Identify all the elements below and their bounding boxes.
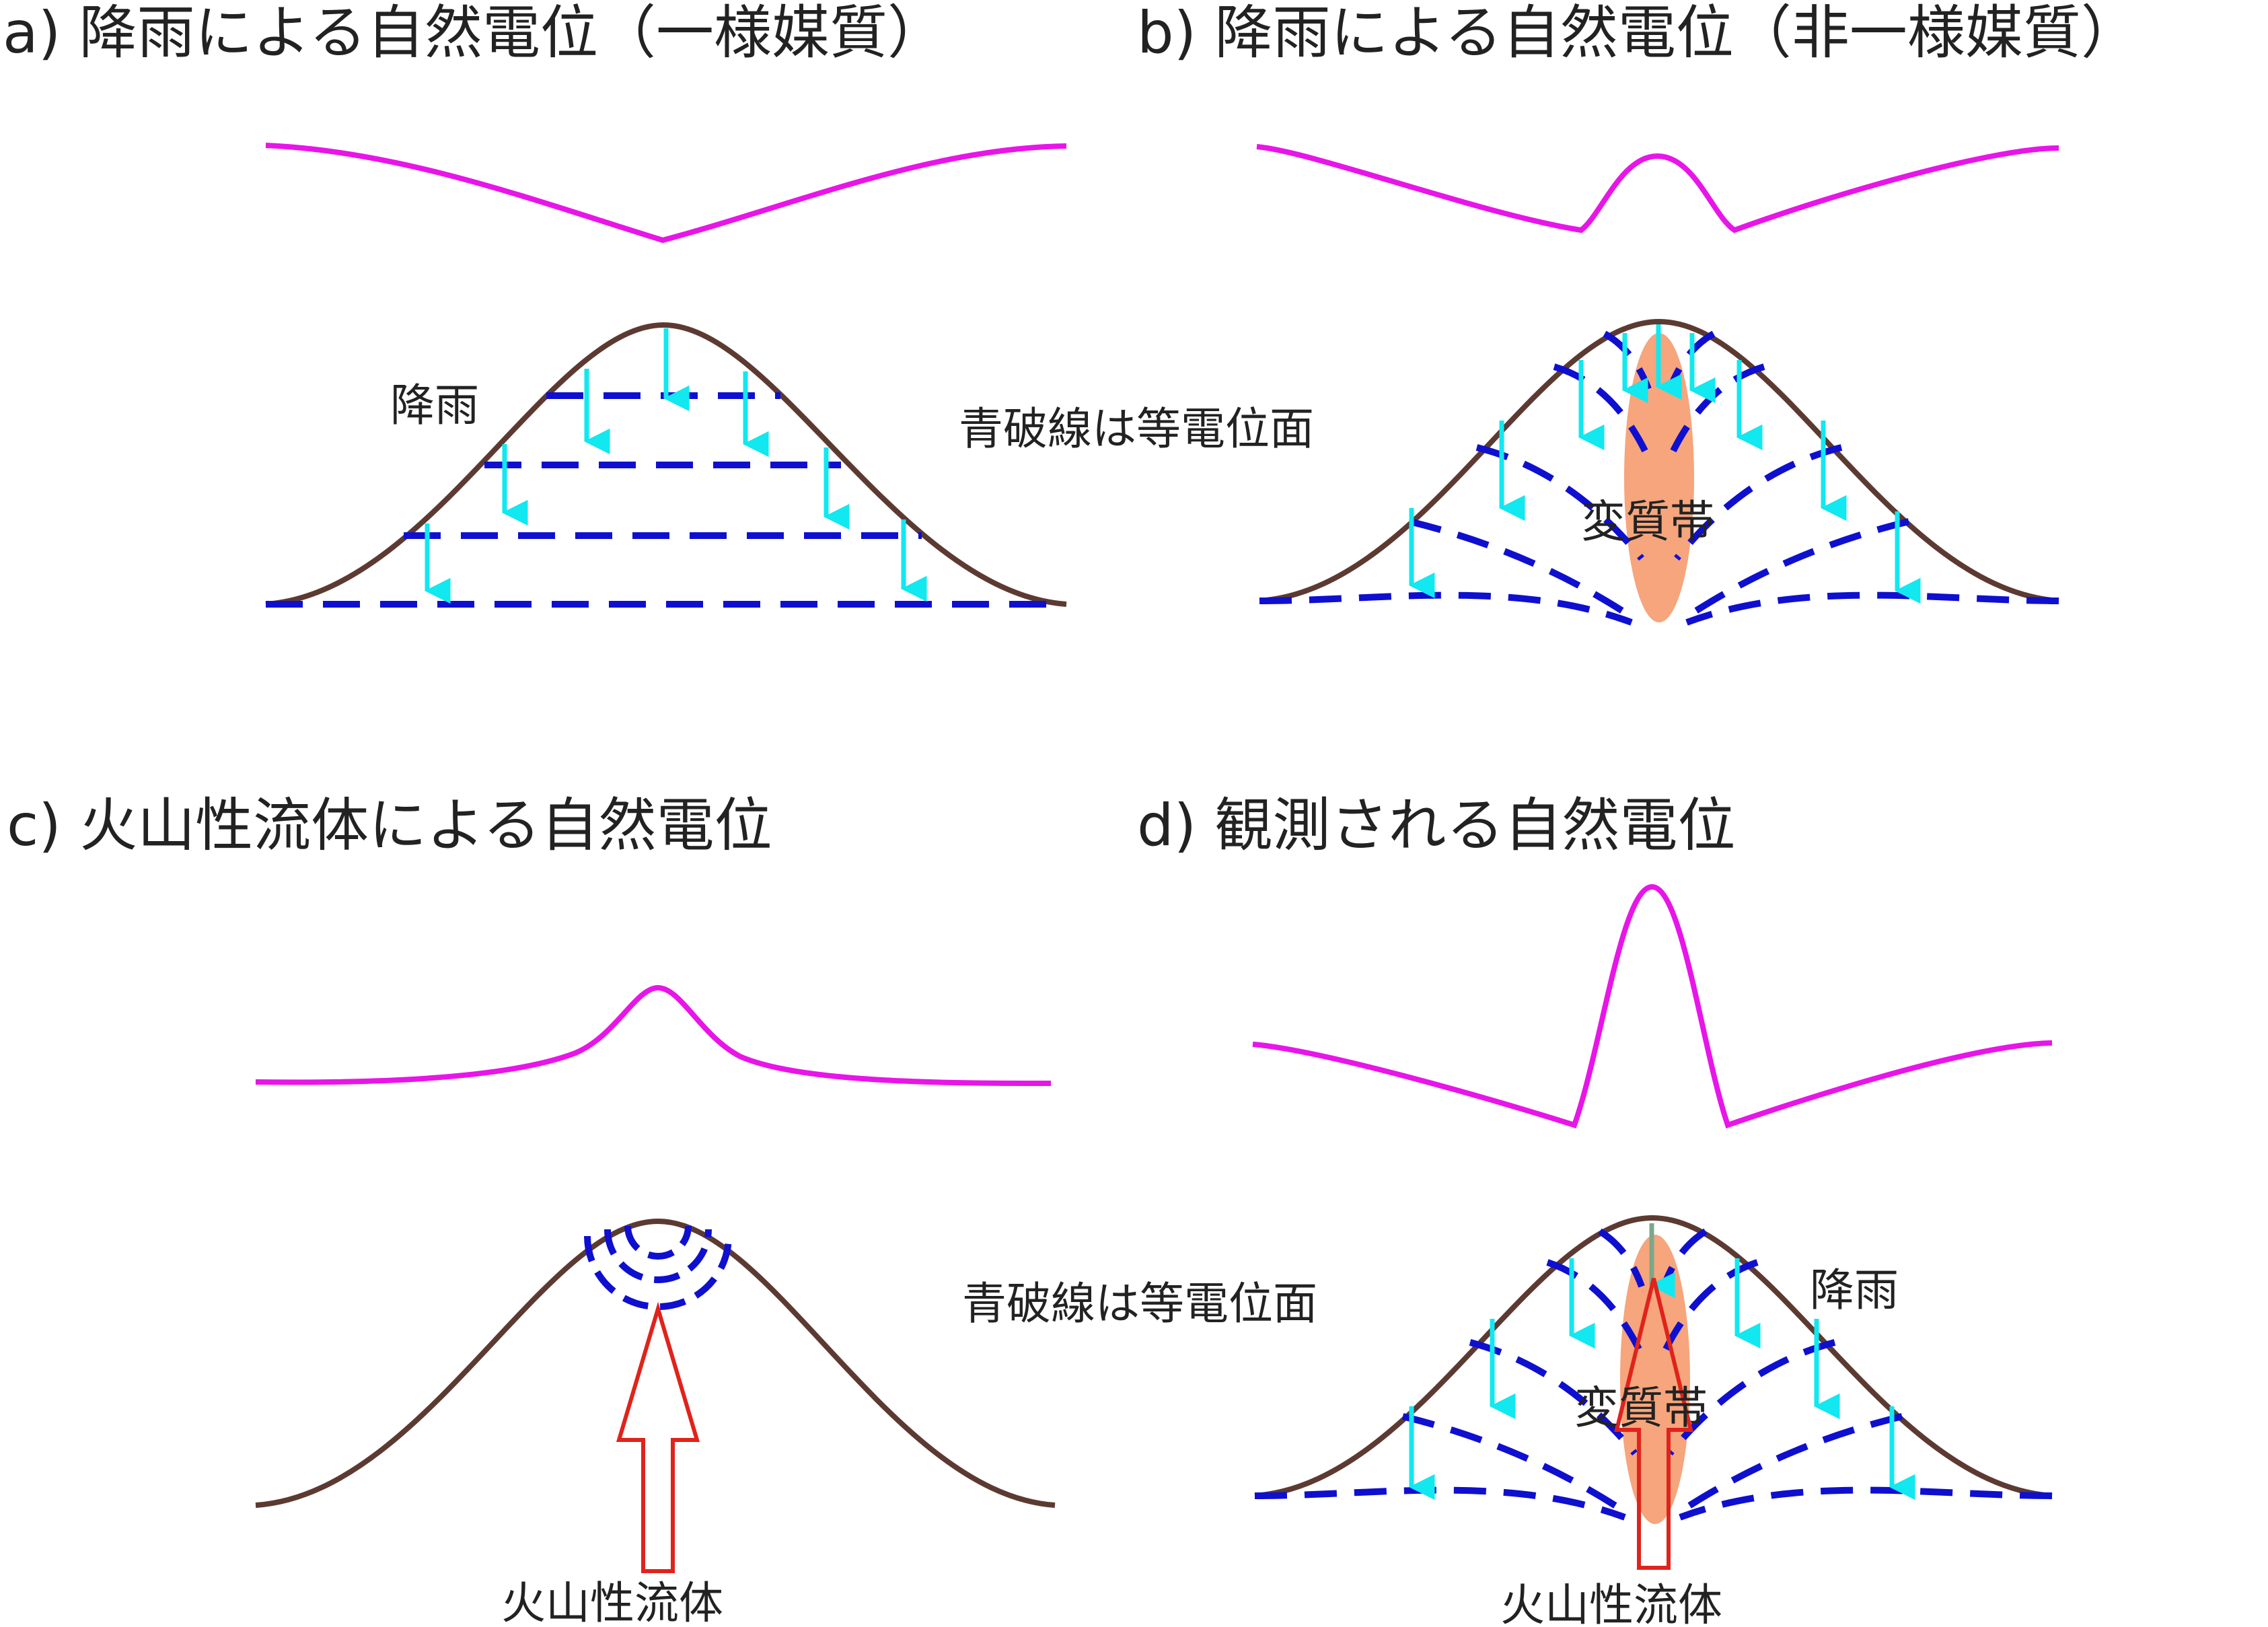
rain-label-a: 降雨: [390, 379, 479, 431]
mountain-d: [1254, 1215, 2053, 1498]
panel-d-title: d) 観測される自然電位: [1137, 792, 1735, 859]
rain-arrows-d: [1409, 1258, 1915, 1501]
potential-curve-c: [255, 984, 1052, 1086]
panel-a-title: a) 降雨による自然電位（一様媒質）: [3, 0, 945, 67]
equipotential-lines-a: [266, 392, 1066, 608]
panel-b: b) 降雨による自然電位（非一様媒質）: [959, 0, 2139, 626]
fluid-label-d: 火山性流体: [1500, 1579, 1722, 1627]
alteration-zone-label-d: 変質帯: [1574, 1382, 1708, 1434]
mountain-c: [255, 1218, 1056, 1508]
alteration-zone-b: [1624, 333, 1694, 622]
equipotential-lines-d: [1254, 1228, 2053, 1521]
mountain-a: [265, 322, 1067, 607]
panel-c: c) 火山性流体による自然電位 火山性流体: [7, 792, 1056, 1627]
up-hollow-arrow-icon: [1614, 1278, 1693, 1570]
rain-arrows-b: [1409, 324, 1921, 604]
panel-d: d) 観測される自然電位 変質帯: [1137, 792, 2053, 1627]
fluid-label-c: 火山性流体: [501, 1577, 723, 1627]
up-hollow-arrow-icon: [616, 1301, 700, 1573]
rain-arrows-a: [425, 328, 927, 604]
panel-b-title: b) 降雨による自然電位（非一様媒質）: [1137, 0, 2139, 67]
equipotential-legend-c: 青破線は等電位面: [962, 1278, 1317, 1330]
rain-label-d: 降雨: [1810, 1264, 1899, 1316]
potential-curve-a: [265, 143, 1067, 244]
panel-a: a) 降雨による自然電位（一様媒質） 降雨: [3, 0, 1067, 608]
alteration-zone-label-b: 変質帯: [1581, 496, 1714, 548]
potential-curve-d: [1252, 883, 2053, 1129]
equipotential-arcs-c: [584, 1225, 732, 1310]
potential-curve-b: [1256, 144, 2059, 233]
equipotential-legend-b: 青破線は等電位面: [959, 403, 1314, 455]
panel-c-title: c) 火山性流体による自然電位: [7, 792, 772, 859]
mountain-b: [1259, 318, 2059, 604]
